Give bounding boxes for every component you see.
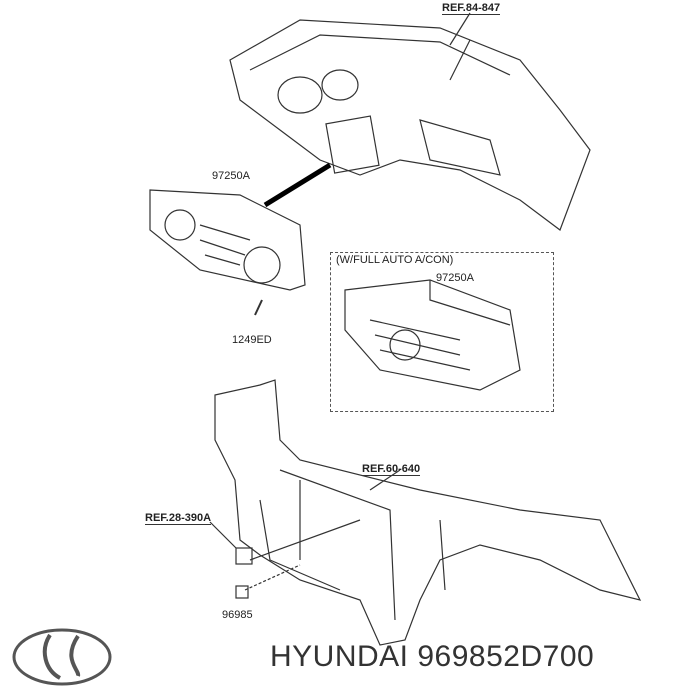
part-label-control-auto: 97250A	[436, 272, 474, 284]
part-label-screw: 1249ED	[232, 334, 272, 346]
ref-carrier-label: REF.60-640	[362, 463, 421, 476]
brand-part-number: HYUNDAI 969852D700	[270, 640, 594, 674]
arrow-to-dashboard	[263, 162, 332, 208]
hyundai-logo	[12, 628, 112, 686]
part-number: 969852D700	[417, 640, 595, 673]
full-auto-option-box	[330, 252, 554, 412]
part-label-sensor: 96985	[222, 609, 253, 621]
leader-ref-carrier	[369, 469, 401, 491]
brand-name: HYUNDAI	[270, 640, 409, 673]
ref-dashboard-label: REF.84-847	[442, 2, 501, 15]
leader-ref-sensor	[209, 521, 237, 549]
part-label-control-main: 97250A	[212, 170, 250, 182]
leader-ref-dashboard	[449, 12, 471, 46]
radiator-carrier-drawing	[214, 379, 642, 646]
control-unit-main-drawing	[149, 189, 306, 316]
control-unit-auto-drawing	[344, 279, 521, 391]
sensor-drawing	[235, 547, 301, 599]
dashboard-drawing	[229, 19, 591, 231]
option-box-title: (W/FULL AUTO A/CON)	[336, 254, 454, 266]
ref-sensor-label: REF.28-390A	[145, 512, 212, 525]
